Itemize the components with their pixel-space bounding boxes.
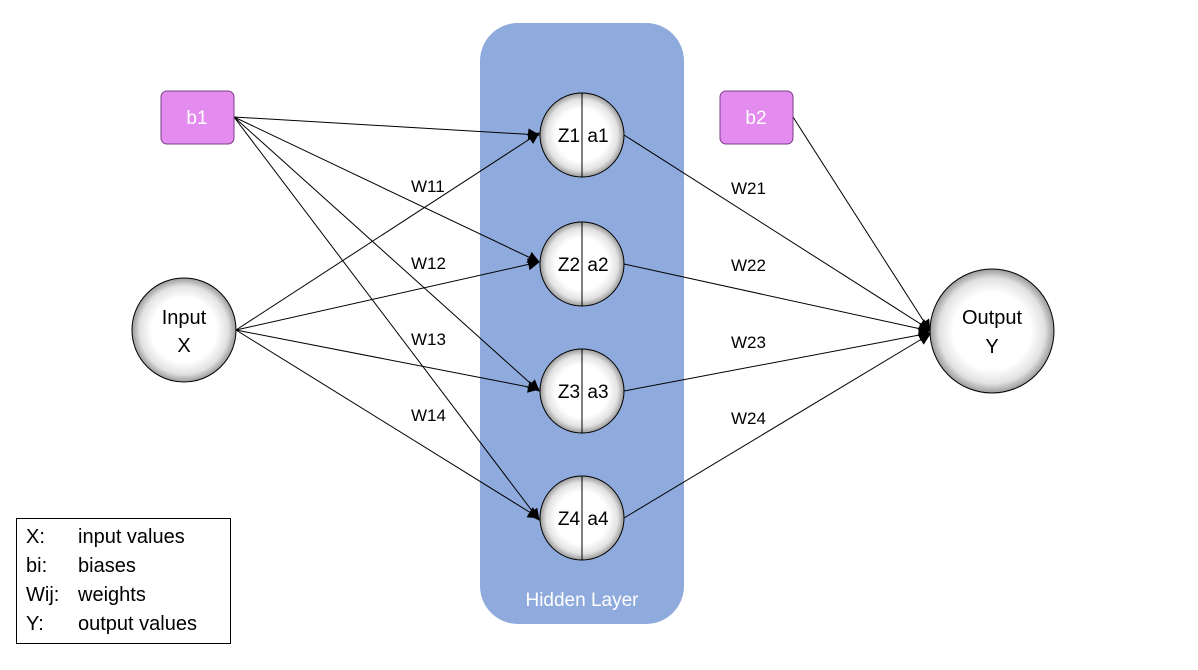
legend-row-bi: bi: biases bbox=[26, 552, 230, 581]
edges-bias1-to-hidden bbox=[233, 116, 540, 521]
hidden-node-3: Z3 a3 bbox=[539, 348, 625, 434]
legend-key: bi: bbox=[26, 555, 48, 577]
hidden-node-1-a: a1 bbox=[587, 126, 608, 147]
bias-node-b1: b1 bbox=[160, 90, 235, 145]
hidden-node-2: Z2 a2 bbox=[539, 221, 625, 307]
edge-a1-y bbox=[623, 134, 931, 331]
weight-label-w14: W14 bbox=[411, 406, 446, 425]
hidden-node-3-z: Z3 bbox=[558, 382, 580, 403]
output-node-label: Output bbox=[962, 307, 1022, 329]
edges-hidden-to-output bbox=[623, 116, 931, 519]
hidden-layer-panel bbox=[480, 23, 684, 624]
legend-desc: biases bbox=[78, 555, 136, 577]
edge-b1-z2 bbox=[233, 116, 540, 263]
legend-row-wij: Wij: weights bbox=[26, 581, 230, 610]
edge-a3-y bbox=[623, 329, 931, 392]
edge-x-z4 bbox=[235, 329, 540, 519]
edges-input-to-hidden bbox=[235, 132, 540, 519]
edge-b1-z4 bbox=[233, 116, 540, 521]
edge-b2-y bbox=[792, 116, 931, 332]
edge-b1-z3 bbox=[233, 116, 540, 392]
hidden-node-1: Z1 a1 bbox=[539, 92, 625, 178]
bias-label-b1: b1 bbox=[186, 108, 207, 129]
weight-label-w24: W24 bbox=[731, 409, 766, 428]
hidden-node-3-a: a3 bbox=[587, 382, 608, 403]
edge-a2-y bbox=[623, 263, 931, 335]
legend-key: X: bbox=[26, 526, 45, 548]
bias-label-b2: b2 bbox=[745, 108, 766, 129]
input-node: Input X bbox=[131, 277, 237, 383]
weight-labels-out: W21 W22 W23 W24 bbox=[731, 179, 766, 428]
input-node-label: Input bbox=[162, 307, 207, 329]
legend-desc: input values bbox=[78, 526, 185, 548]
hidden-node-1-z: Z1 bbox=[558, 126, 580, 147]
legend-desc: weights bbox=[78, 584, 146, 606]
input-node-symbol: X bbox=[177, 335, 190, 357]
legend-key: Wij: bbox=[26, 584, 60, 606]
edge-x-z1 bbox=[235, 132, 540, 331]
hidden-node-2-z: Z2 bbox=[558, 255, 580, 276]
edge-b1-z1 bbox=[233, 116, 540, 141]
weight-label-w21: W21 bbox=[731, 179, 766, 198]
bias-node-b2: b2 bbox=[719, 90, 794, 145]
hidden-node-4-a: a4 bbox=[587, 509, 609, 530]
hidden-node-4-z: Z4 bbox=[558, 509, 581, 530]
hidden-node-4: Z4 a4 bbox=[539, 475, 625, 561]
weight-label-w11: W11 bbox=[411, 177, 445, 196]
weight-label-w13: W13 bbox=[411, 330, 446, 349]
weight-labels-in: W11 W12 W13 W14 bbox=[411, 177, 446, 425]
edge-a4-y bbox=[623, 333, 931, 519]
legend-key: Y: bbox=[26, 613, 44, 635]
hidden-layer-label: Hidden Layer bbox=[525, 590, 639, 611]
output-node: Output Y bbox=[929, 268, 1055, 394]
hidden-node-2-a: a2 bbox=[587, 255, 608, 276]
legend-desc: output values bbox=[78, 613, 197, 635]
edge-x-z3 bbox=[235, 329, 540, 393]
weight-label-w22: W22 bbox=[731, 256, 766, 275]
weight-label-w23: W23 bbox=[731, 333, 766, 352]
output-node-symbol: Y bbox=[985, 336, 998, 358]
legend: X: input values bi: biases Wij: weights … bbox=[16, 518, 231, 644]
legend-row-x: X: input values bbox=[26, 523, 230, 552]
legend-row-y: Y: output values bbox=[26, 610, 230, 639]
edge-x-z2 bbox=[235, 258, 540, 331]
weight-label-w12: W12 bbox=[411, 254, 446, 273]
